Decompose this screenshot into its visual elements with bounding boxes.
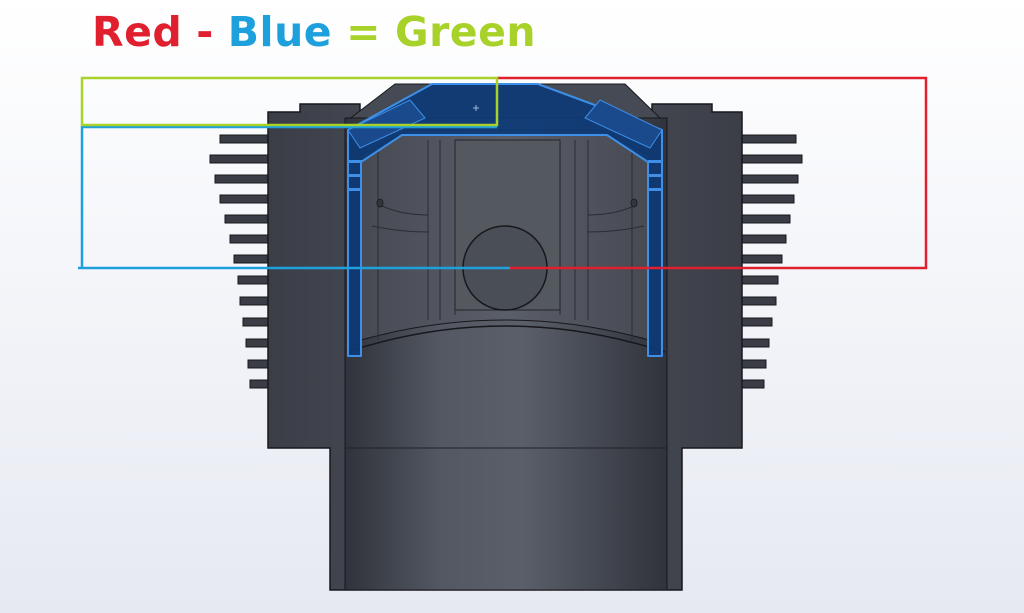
word-green: Green — [394, 8, 537, 56]
word-blue: Blue — [227, 8, 333, 56]
green-region — [80, 76, 499, 127]
blue-region — [78, 125, 510, 270]
ring-grooves-right — [648, 160, 662, 191]
equation-title: Red-Blue = Green — [92, 8, 536, 56]
ring-grooves-left — [348, 160, 362, 191]
piston-skirt-edge — [346, 325, 666, 353]
equals-sign: = — [346, 8, 381, 56]
center-mark-icon — [473, 105, 479, 111]
word-red: Red — [92, 8, 183, 56]
red-region — [497, 76, 928, 270]
minus-sign: - — [196, 8, 214, 56]
